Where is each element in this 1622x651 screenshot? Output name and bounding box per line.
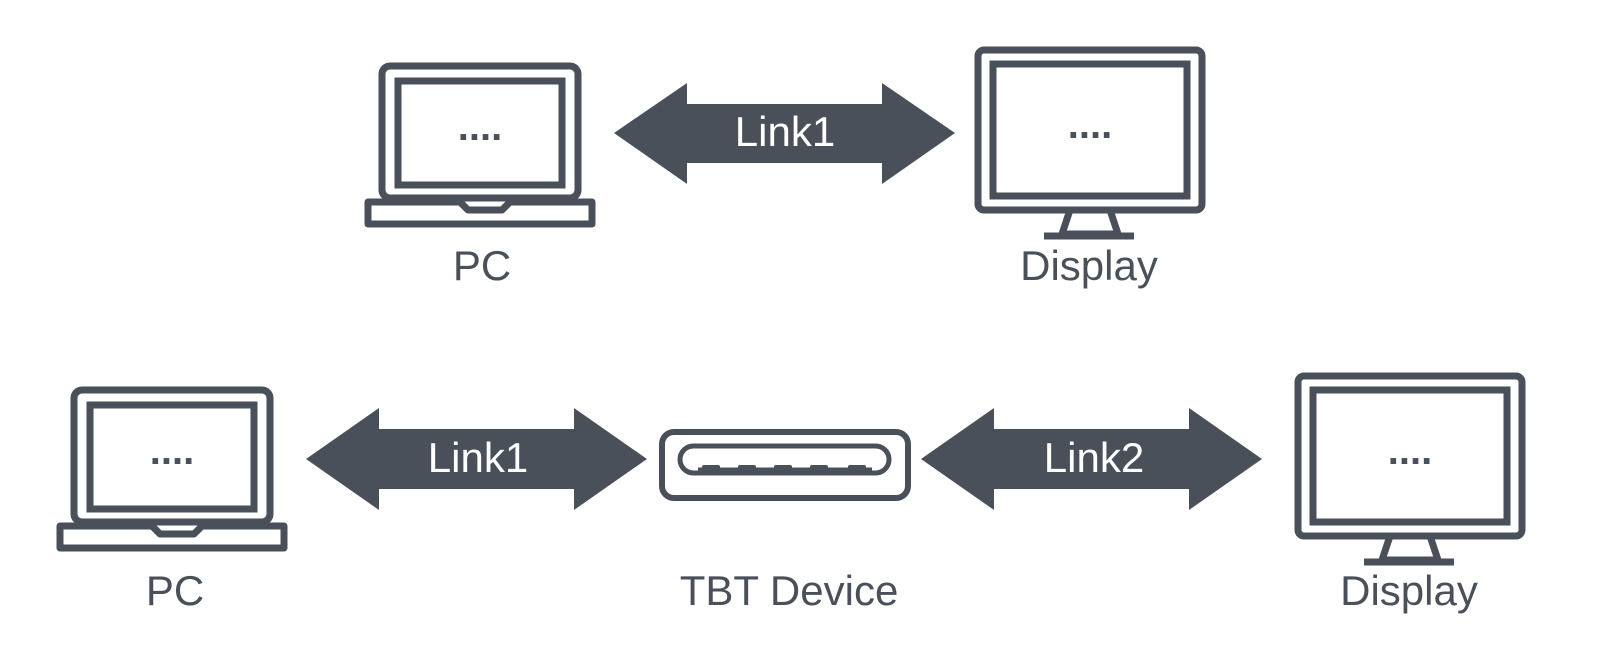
- double-arrow-icon: [306, 408, 647, 510]
- monitor-icon: ....: [1298, 376, 1522, 562]
- bottom-link1: Link1: [306, 408, 647, 510]
- monitor-icon: ....: [978, 50, 1202, 236]
- top-link1: Link1: [614, 83, 955, 184]
- usb-c-port-icon: [659, 429, 911, 501]
- display-label: Display: [1020, 242, 1158, 289]
- double-arrow-icon: [921, 408, 1262, 510]
- tbt-device-label: TBT Device: [680, 567, 899, 614]
- bottom-pc: .... PC: [60, 390, 284, 614]
- link-label: Link1: [428, 434, 528, 481]
- pc-label: PC: [453, 242, 511, 289]
- top-display: .... Display: [978, 50, 1202, 289]
- bottom-display: .... Display: [1298, 376, 1522, 614]
- monitor-screen-text: ....: [1068, 103, 1112, 147]
- double-arrow-icon: [614, 83, 955, 184]
- laptop-screen-text: ....: [458, 105, 502, 149]
- laptop-screen-text: ....: [150, 429, 194, 473]
- monitor-screen-text: ....: [1388, 429, 1432, 473]
- bottom-link2: Link2: [921, 408, 1262, 510]
- laptop-icon: ....: [368, 66, 592, 224]
- link-label: Link1: [735, 108, 835, 155]
- top-pc: .... PC: [368, 66, 592, 289]
- tbt-device: TBT Device: [659, 429, 911, 614]
- laptop-icon: ....: [60, 390, 284, 548]
- pc-label: PC: [146, 567, 204, 614]
- link-label: Link2: [1044, 434, 1144, 481]
- display-label: Display: [1340, 567, 1478, 614]
